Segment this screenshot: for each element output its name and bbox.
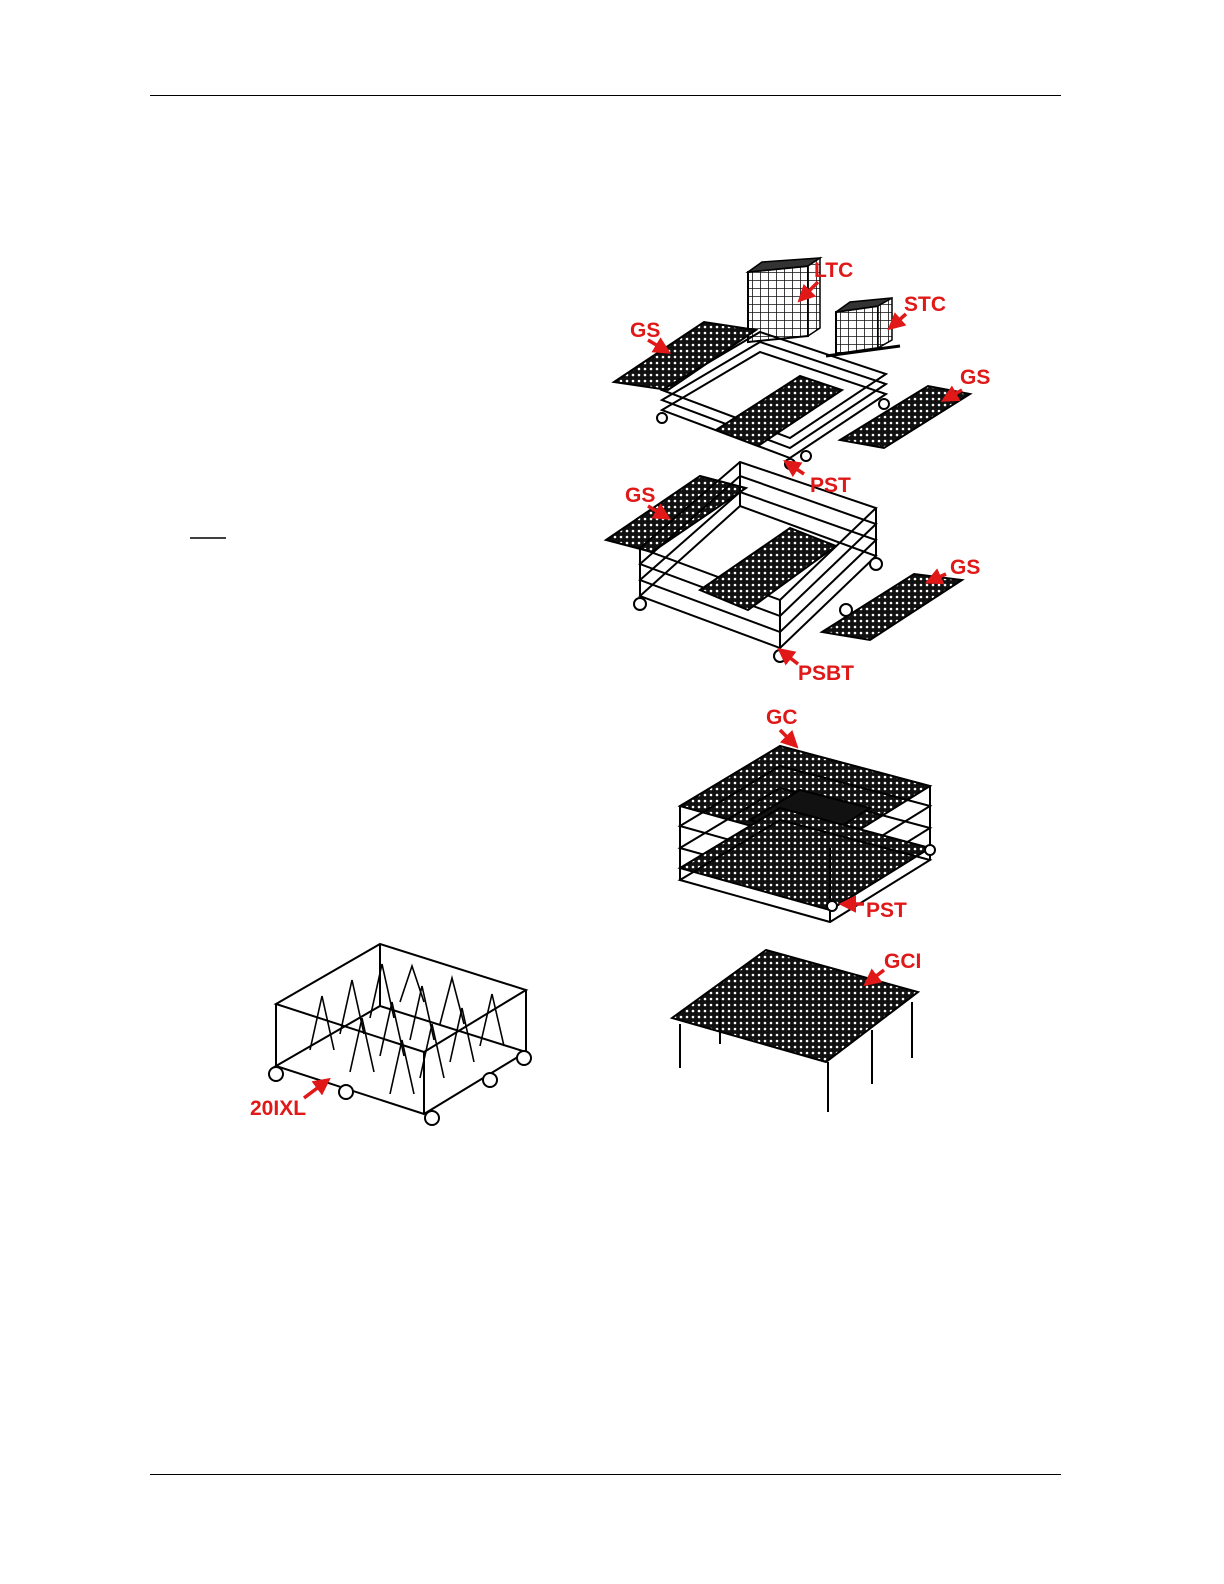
label-pst-top: PST	[810, 474, 851, 497]
label-gc: GC	[766, 706, 798, 729]
callout-arrows	[304, 282, 962, 1098]
label-ltc: LTC	[814, 259, 853, 282]
label-gs-mid-right: GS	[950, 556, 980, 579]
ltc-basket-illustration	[748, 258, 820, 342]
arrow-gc	[780, 730, 796, 746]
stc-basket-illustration	[826, 298, 900, 356]
rack-20ixl-illustration	[269, 944, 531, 1125]
label-stc: STC	[904, 293, 946, 316]
label-gs-top-left: GS	[630, 319, 660, 342]
gc-rack-illustration	[680, 746, 935, 922]
label-gs-top-right: GS	[960, 366, 990, 389]
label-gci: GCI	[884, 950, 921, 973]
label-gs-mid-left: GS	[625, 484, 655, 507]
label-psbt: PSBT	[798, 662, 854, 685]
arrow-20ixl	[304, 1080, 328, 1098]
label-pst-bottom: PST	[866, 899, 907, 922]
label-20ixl: 20IXL	[250, 1097, 306, 1120]
